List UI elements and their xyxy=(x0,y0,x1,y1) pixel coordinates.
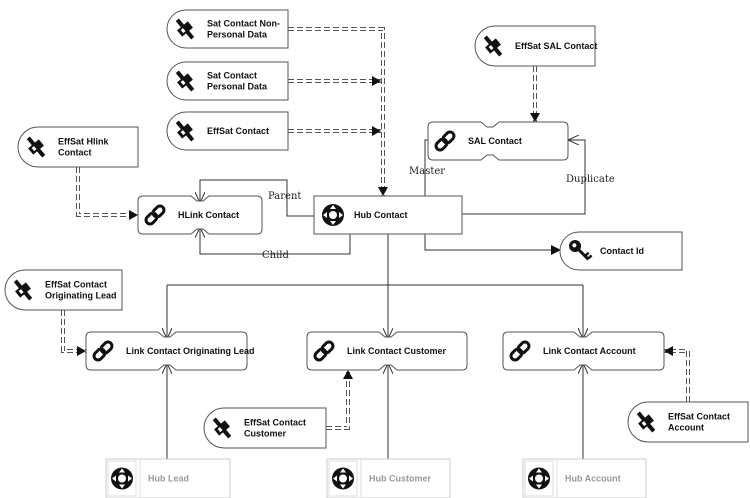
node-hub-contact[interactable]: Hub Contact xyxy=(313,195,463,235)
node-link-account[interactable]: Link Contact Account xyxy=(502,331,665,371)
edge-effsat-orig-lead-to-link xyxy=(61,310,86,356)
node-effsat-contact[interactable]: EffSat Contact xyxy=(166,111,289,151)
node-label: EffSat Contact xyxy=(207,126,269,136)
node-sal-contact[interactable]: SAL Contact xyxy=(427,121,569,161)
edge-parent xyxy=(200,179,314,217)
node-label: EffSat Contact xyxy=(244,418,306,428)
node-label: Personal Data xyxy=(207,82,268,92)
satellite-icon xyxy=(26,136,46,158)
edge-effsat-account-to-link xyxy=(664,346,690,402)
edge-label-master: Master xyxy=(409,166,445,177)
node-shape xyxy=(4,269,123,311)
satellite-icon xyxy=(175,70,195,92)
edge-duplicate xyxy=(462,140,586,215)
node-label: Customer xyxy=(244,429,287,439)
edge-effsat-hlink-to-hlink xyxy=(76,167,138,220)
edge-label-parent: Parent xyxy=(268,191,301,202)
hub-icon xyxy=(332,467,354,490)
node-label: Personal Data xyxy=(207,30,268,40)
edge-label-child: Child xyxy=(262,250,289,261)
node-hub-lead[interactable]: Hub Lead xyxy=(105,458,231,498)
node-label: Sat Contact Non- xyxy=(207,19,280,29)
node-shape xyxy=(306,331,468,371)
hub-icon xyxy=(528,467,550,490)
node-label: Link Contact Customer xyxy=(347,346,447,356)
chain-link-icon xyxy=(509,340,531,362)
node-shape xyxy=(166,9,289,49)
edge-effsat-customer-to-link xyxy=(326,370,353,430)
node-shape xyxy=(17,126,139,168)
node-shape xyxy=(137,195,263,235)
node-label: EffSat Contact xyxy=(45,280,107,290)
node-label: EffSat SAL Contact xyxy=(515,41,597,51)
node-shape xyxy=(166,111,289,151)
edge-contact-id xyxy=(424,234,561,255)
edge-child xyxy=(200,227,351,255)
node-label: Hub Lead xyxy=(148,474,189,484)
satellite-icon xyxy=(483,35,503,57)
node-label: EffSat Contact xyxy=(668,412,730,422)
edge-sat-personal-to-hub xyxy=(288,76,381,86)
node-hub-account[interactable]: Hub Account xyxy=(522,458,647,498)
edge-sat-nonpersonal-to-hub xyxy=(288,27,388,196)
node-label: Hub Account xyxy=(565,474,621,484)
node-contact-id[interactable]: Contact Id xyxy=(559,231,683,271)
node-label: Originating Lead xyxy=(45,291,117,301)
node-shape xyxy=(559,231,683,271)
edge-effsat-sal-to-sal xyxy=(530,66,540,122)
node-shape xyxy=(502,331,665,371)
edge-label-duplicate: Duplicate xyxy=(566,174,615,185)
node-link-orig-lead[interactable]: Link Contact Originating Lead xyxy=(85,331,255,371)
node-shape xyxy=(203,407,327,449)
chain-link-icon xyxy=(144,204,166,226)
chain-link-icon xyxy=(434,130,456,152)
key-icon xyxy=(569,240,593,261)
node-hub-customer[interactable]: Hub Customer xyxy=(326,458,451,498)
satellite-icon xyxy=(175,120,195,142)
node-label: SAL Contact xyxy=(468,136,522,146)
satellite-icon xyxy=(636,411,656,433)
edge-effsat-contact-to-hub xyxy=(288,126,381,136)
node-effsat-sal[interactable]: EffSat SAL Contact xyxy=(474,25,597,67)
node-label: Sat Contact xyxy=(207,71,257,81)
node-label: Hub Customer xyxy=(369,474,432,484)
chain-link-icon xyxy=(313,340,335,362)
node-label: Contact Id xyxy=(600,246,644,256)
node-shape xyxy=(627,401,749,443)
hub-icon xyxy=(111,467,133,490)
node-sat-nonpersonal[interactable]: Sat Contact Non-Personal Data xyxy=(166,9,289,49)
node-shape xyxy=(166,61,289,101)
hub-icon xyxy=(322,204,344,226)
node-shape xyxy=(474,25,596,67)
node-link-customer[interactable]: Link Contact Customer xyxy=(306,331,468,371)
node-shape xyxy=(85,331,248,371)
satellite-icon xyxy=(13,279,33,301)
node-label: Contact xyxy=(58,148,92,158)
satellite-icon xyxy=(212,417,232,439)
node-label: HLink Contact xyxy=(178,210,239,220)
node-label: Hub Contact xyxy=(354,210,408,220)
node-label: Link Contact Originating Lead xyxy=(126,346,255,356)
node-shape xyxy=(427,121,569,161)
chain-link-icon xyxy=(92,340,114,362)
node-label: Account xyxy=(668,423,704,433)
node-label: Link Contact Account xyxy=(543,346,636,356)
node-label: EffSat Hlink xyxy=(58,137,110,147)
node-hlink-contact[interactable]: HLink Contact xyxy=(137,195,263,235)
satellite-icon xyxy=(175,18,195,40)
